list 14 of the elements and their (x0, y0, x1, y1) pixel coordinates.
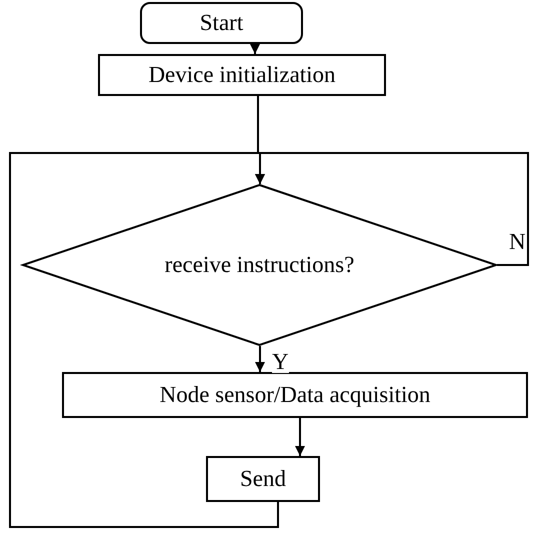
node-label: Start (200, 9, 244, 38)
node-label: Device initialization (148, 61, 336, 90)
arrow (295, 418, 305, 456)
node-label: receive instructions? (164, 251, 356, 280)
arrow (255, 346, 265, 372)
terminal-box (140, 2, 303, 44)
node-label: Node sensor/Data acquisition (160, 381, 430, 410)
arrow (9, 152, 279, 528)
decision-diamond (22, 184, 497, 346)
node-label: Send (240, 465, 286, 494)
arrow (250, 44, 260, 54)
process-box (206, 456, 320, 502)
process-box (98, 54, 386, 96)
process-box (62, 372, 528, 418)
